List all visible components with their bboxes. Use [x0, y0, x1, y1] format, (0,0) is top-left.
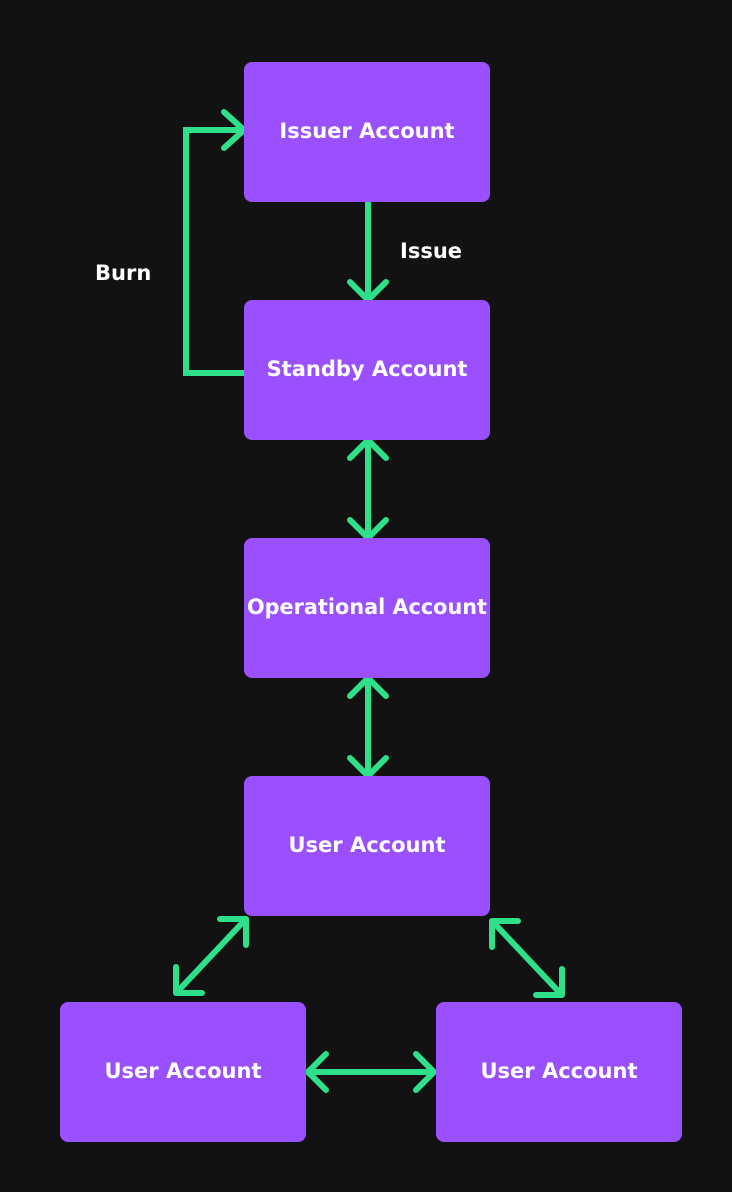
- node-label: User Account: [289, 833, 446, 857]
- node-user-account-right: User Account: [436, 1002, 682, 1142]
- edge-user-main-user-left: [173, 916, 249, 996]
- node-label: Standby Account: [267, 357, 468, 381]
- arrowhead-user-right-bottom: [533, 966, 565, 998]
- edge-standby-operational: [347, 437, 389, 541]
- arrowhead-user-left-bottom: [173, 964, 205, 996]
- node-label: User Account: [105, 1059, 262, 1083]
- node-issuer-account: Issuer Account: [244, 62, 490, 202]
- arrowhead-user-lr-right: [413, 1051, 437, 1093]
- edge-user-left-user-right: [305, 1051, 437, 1093]
- arrowhead-user-left-top: [217, 916, 249, 948]
- arrowhead-user-lr-left: [305, 1051, 329, 1093]
- edge-operational-user: [347, 675, 389, 779]
- node-user-account-left: User Account: [60, 1002, 306, 1142]
- node-operational-account: Operational Account: [244, 538, 490, 678]
- edge-user-main-user-right: [489, 918, 565, 998]
- edge-issue: [347, 202, 389, 303]
- node-standby-account: Standby Account: [244, 300, 490, 440]
- node-user-account-main: User Account: [244, 776, 490, 916]
- node-label: User Account: [481, 1059, 638, 1083]
- edge-burn: [183, 109, 247, 376]
- node-label: Issuer Account: [279, 119, 454, 143]
- edge-label-burn: Burn: [95, 261, 151, 285]
- arrowhead-user-right-top: [489, 918, 521, 950]
- edge-label-issue: Issue: [400, 239, 462, 263]
- node-label: Operational Account: [247, 595, 487, 619]
